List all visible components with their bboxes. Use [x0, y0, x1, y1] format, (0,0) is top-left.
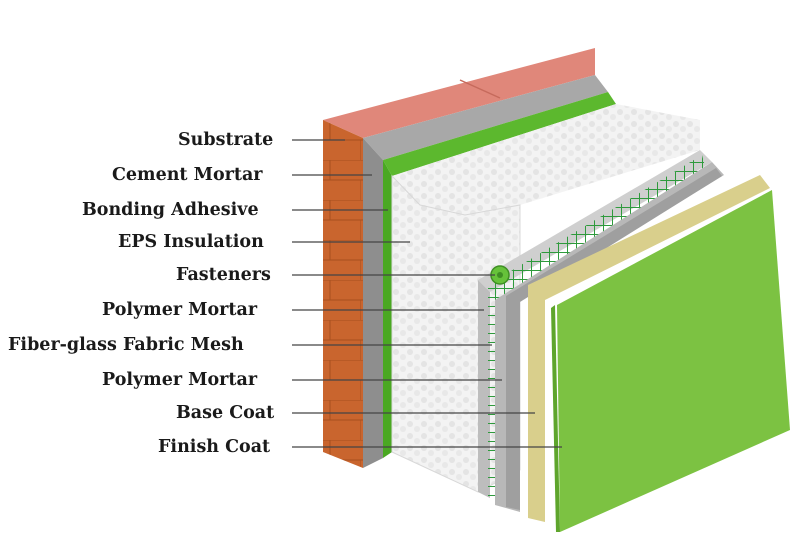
polymer-mortar-mesh-layer [478, 150, 712, 500]
label-finish-coat: Finish Coat [158, 437, 271, 457]
substrate-layer [323, 48, 595, 468]
cement-mortar-layer [363, 75, 608, 468]
label-cement-mortar: Cement Mortar [112, 165, 263, 185]
finish-coat-face [557, 190, 790, 532]
base-coat-layer [495, 162, 724, 512]
label-bonding-adhesive: Bonding Adhesive [82, 200, 259, 220]
substrate-top-face [323, 48, 595, 138]
label-fiberglass-mesh: Fiber-glass Fabric Mesh [8, 335, 244, 355]
substrate-front-face [323, 120, 363, 468]
bonding-adhesive-front-face [383, 160, 392, 458]
label-polymer-mortar-1: Polymer Mortar [102, 300, 258, 320]
fiberglass-mesh [488, 155, 706, 500]
label-substrate: Substrate [178, 130, 274, 150]
label-fasteners: Fasteners [176, 265, 271, 285]
beige-coat-layer [528, 175, 770, 522]
finish-coat-layer [551, 190, 790, 532]
leader-lines [292, 139, 562, 448]
cement-mortar-top-face [363, 75, 608, 160]
bonding-adhesive-layer [383, 92, 616, 458]
label-base-coat: Base Coat [176, 403, 275, 423]
cement-mortar-front-face [363, 138, 383, 468]
label-eps-insulation: EPS Insulation [118, 232, 264, 252]
eps-top-face [392, 104, 700, 215]
label-polymer-mortar-2: Polymer Mortar [102, 370, 258, 390]
polymer-mortar-edge [478, 280, 490, 498]
beige-coat-face [528, 175, 770, 522]
bonding-adhesive-top-face [383, 92, 616, 176]
